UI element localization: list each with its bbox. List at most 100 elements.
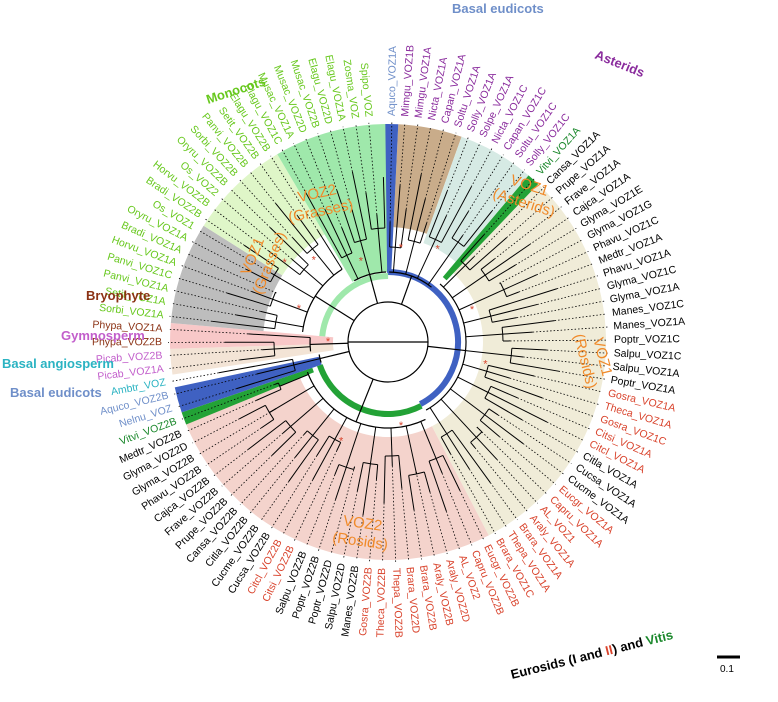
leaf-dotted-line: [450, 453, 496, 535]
leaf-dotted-line: [469, 468, 507, 528]
ring-monocot: [319, 272, 389, 337]
branch-stem: [443, 264, 466, 288]
sector-grass-voz1: [170, 225, 283, 332]
leaf-dotted-line: [517, 397, 591, 430]
branch-stem: [346, 255, 359, 279]
branch-leaf-stem: [428, 191, 448, 237]
eurosids-i: I: [571, 651, 578, 666]
leaf-label: Phypa_VOZ2B: [92, 336, 162, 348]
leaf-dotted-line: [171, 302, 237, 316]
branch-leaf-stem: [271, 431, 297, 456]
clade-label-voz1-asterids: VOZ1 (Asterids): [491, 172, 557, 221]
gymnosperm-group-label: Gymnosperm: [61, 328, 145, 343]
branch-stem: [310, 342, 349, 346]
branch-leaf-stem: [236, 314, 276, 323]
support-star: *: [470, 304, 475, 316]
leaf-dotted-line: [205, 218, 245, 246]
branch-leaf-stem: [480, 258, 495, 270]
sector-rosid-voz1: [431, 183, 606, 536]
leaf-dotted-line: [415, 471, 435, 558]
leaf-dotted-line: [470, 147, 493, 188]
branch-stem: [274, 274, 315, 299]
leaf-dotted-line: [281, 149, 307, 195]
branch-stem: [458, 289, 504, 311]
branch-leaf-stem: [419, 222, 428, 244]
leaf-dotted-line: [260, 481, 290, 522]
leaf-dotted-line: [186, 253, 277, 294]
support-star: *: [312, 255, 317, 267]
branch-leaf-stem: [488, 364, 535, 377]
branch-leaf-stem: [312, 439, 336, 481]
band-vitis-left: [181, 367, 314, 425]
support-star: *: [483, 359, 488, 371]
leaf-dotted-line: [529, 216, 570, 245]
clade-label-voz2-rosids-line1: VOZ2: [342, 512, 383, 534]
leaf-dotted-line: [537, 287, 602, 305]
branch-leaf-stem: [484, 244, 530, 276]
branch-leaf-stem: [365, 192, 372, 230]
branch-stem: [392, 247, 396, 273]
basal-angiosperm-group-label: Basal angiosperm: [2, 356, 114, 371]
branch-leaf-stem: [262, 348, 275, 351]
leaf-dotted-line: [413, 509, 423, 560]
branch-stem: [314, 295, 355, 322]
branch-leaf-stem: [362, 463, 371, 516]
leaf-dotted-line: [497, 414, 572, 464]
scale-bar-label: 0.1: [720, 664, 734, 675]
branch-leaf-stem: [303, 430, 308, 435]
branch-stem: [312, 408, 335, 436]
bryophyte-group-label: Bryophyte: [86, 288, 150, 303]
branch-leaf-stem: [240, 355, 275, 361]
leaf-dotted-line: [305, 137, 343, 229]
eurosids-vitis: Vitis: [644, 627, 674, 648]
branch-leaf-stem: [297, 215, 319, 245]
leaf-dotted-line: [342, 126, 353, 172]
leaf-dotted-line: [270, 455, 318, 529]
branch-stem: [265, 334, 311, 338]
leaf-dotted-line: [168, 349, 263, 356]
branch-leaf-stem: [275, 203, 313, 250]
leaf-dotted-line: [467, 154, 504, 212]
leaf-dotted-line: [249, 457, 296, 514]
branch-leaf-stem: [394, 185, 401, 248]
branch-leaf-stem: [212, 320, 275, 330]
branch-stem: [405, 425, 418, 475]
branch-leaf-stem: [244, 244, 279, 269]
asterids-group-label: Asterids: [593, 47, 647, 80]
branch-leaf-stem: [282, 426, 291, 434]
branch-leaf-stem: [428, 460, 447, 512]
branch-stem: [303, 269, 324, 287]
leaf-dotted-line: [259, 162, 299, 217]
branch-leaf-stem: [375, 464, 379, 480]
sector-grass-voz2: [203, 154, 325, 276]
leaf-dotted-line: [305, 474, 336, 547]
leaf-label: Thepa_VOZ2B: [390, 568, 404, 638]
branch-stem: [400, 275, 413, 305]
leaf-dotted-line: [536, 251, 589, 276]
leaf-label: Poptr_VOZ1C: [614, 333, 680, 346]
branch-stem: [462, 363, 487, 372]
leaf-dotted-line: [230, 454, 273, 497]
band-eudicot-left: [174, 356, 322, 413]
branch-stem: [427, 241, 459, 285]
branch-leaf-stem: [490, 385, 518, 399]
branch-leaf-stem: [463, 210, 493, 247]
leaf-dotted-line: [401, 488, 410, 562]
leaf-dotted-line: [483, 177, 536, 235]
leaf-dotted-line: [490, 482, 518, 521]
branch-leaf-stem: [442, 455, 461, 491]
leaf-label: Mimgu_VOZ1B: [399, 45, 416, 117]
branch-leaf-stem: [446, 433, 470, 470]
branch-leaf-stem: [246, 269, 271, 283]
branch-leaf-stem: [441, 186, 472, 243]
eurosids-ii: II: [604, 642, 615, 658]
branch-leaf-stem: [484, 397, 523, 421]
branch-leaf-stem: [316, 435, 330, 456]
branch-leaf-stem: [502, 320, 555, 328]
leaf-label: Salpu_VOZ1C: [613, 347, 682, 362]
leaf-label: Phypa_VOZ1A: [92, 319, 163, 335]
branch-leaf-stem: [294, 435, 314, 458]
branch-leaf-stem: [227, 292, 271, 307]
branch-stem: [369, 427, 377, 464]
branch-stem: [450, 388, 486, 416]
